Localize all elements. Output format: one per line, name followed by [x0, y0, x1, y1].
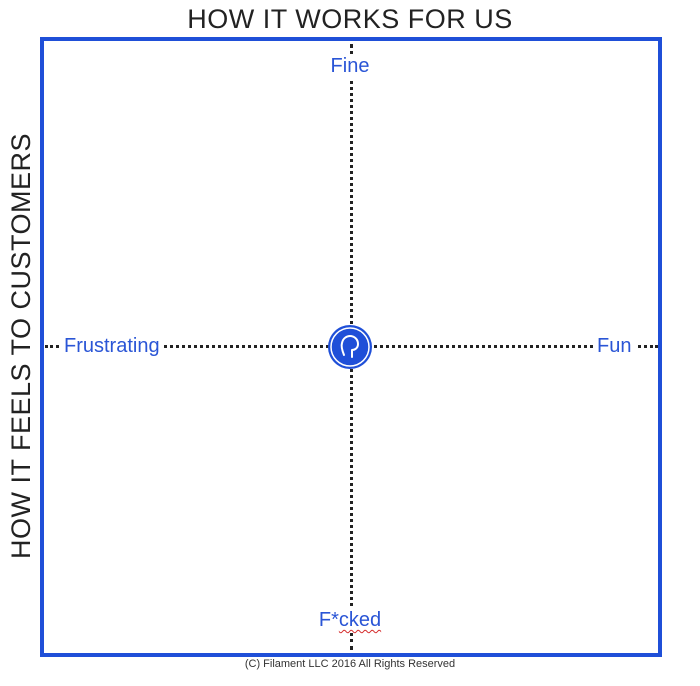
pole-label-left: Frustrating [60, 334, 164, 358]
top-axis-title: HOW IT WORKS FOR US [187, 4, 513, 34]
pole-label-bottom-rest: cked [338, 609, 382, 631]
copyright-footer: (C) Filament LLC 2016 All Rights Reserve… [244, 658, 456, 670]
pole-label-top: Fine [326, 54, 374, 78]
pole-label-bottom-prefix: F* [318, 609, 339, 631]
diagram-frame [40, 37, 662, 657]
pole-label-bottom: F*cked [314, 608, 386, 632]
side-axis-title: HOW IT FEELS TO CUSTOMERS [6, 132, 36, 560]
filament-bulb-icon [327, 324, 373, 370]
pole-label-right: Fun [593, 334, 636, 358]
